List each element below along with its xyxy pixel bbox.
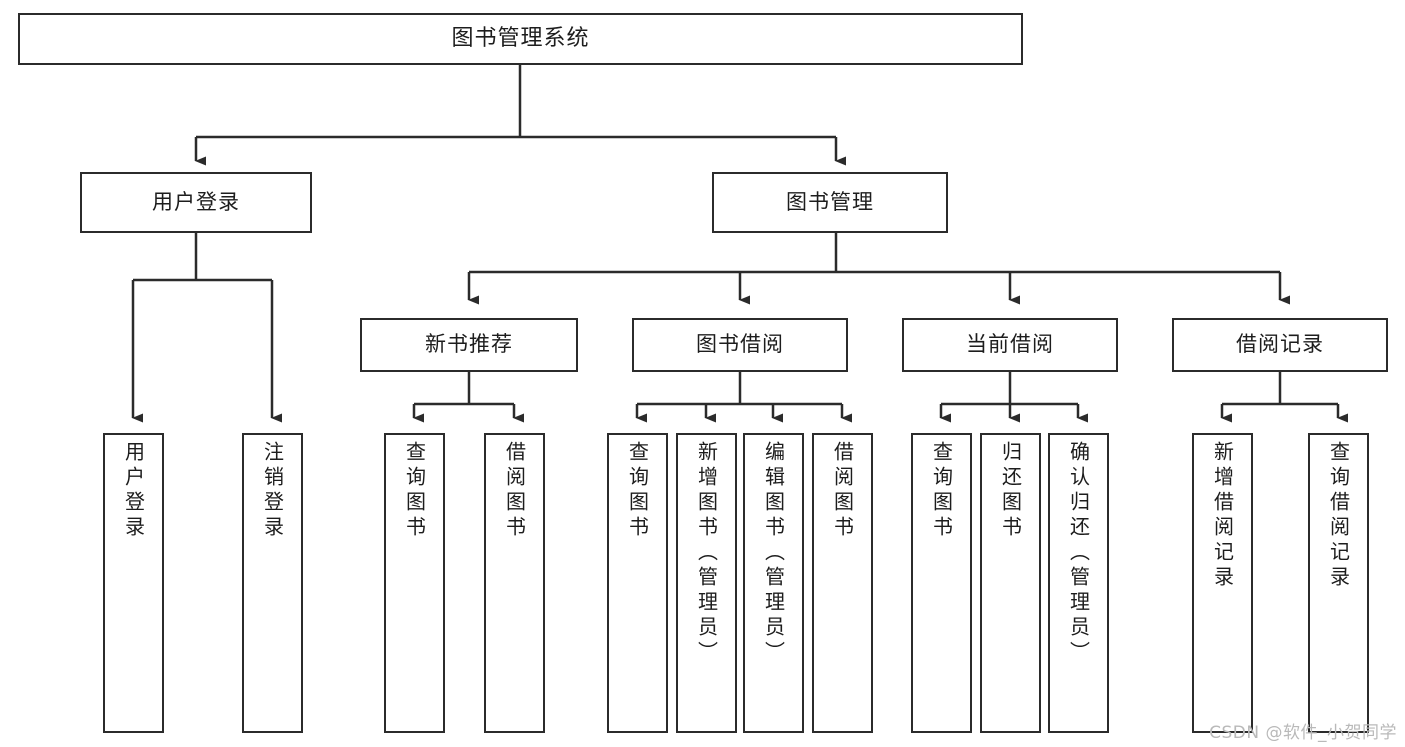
node-label-vertical: 确认归还（管理员） — [1066, 441, 1091, 666]
node-leaf-edit-book[interactable]: 编辑图书（管理员） — [743, 433, 804, 733]
node-leaf-add-record[interactable]: 新增借阅记录 — [1192, 433, 1253, 733]
node-label-vertical: 注销登录 — [260, 441, 285, 541]
node-label-vertical: 查询借阅记录 — [1326, 441, 1351, 591]
node-label-vertical: 编辑图书（管理员） — [761, 441, 786, 666]
node-root-book-management-system[interactable]: 图书管理系统 — [18, 13, 1023, 65]
node-leaf-borrow-book-1[interactable]: 借阅图书 — [484, 433, 545, 733]
node-leaf-query-book-1[interactable]: 查询图书 — [384, 433, 445, 733]
node-label-vertical: 借阅图书 — [502, 441, 527, 541]
node-label-vertical: 新增图书（管理员） — [694, 441, 719, 666]
node-book-borrow[interactable]: 图书借阅 — [632, 318, 848, 372]
node-leaf-query-record[interactable]: 查询借阅记录 — [1308, 433, 1369, 733]
node-leaf-add-book[interactable]: 新增图书（管理员） — [676, 433, 737, 733]
node-label-vertical: 查询图书 — [402, 441, 427, 541]
node-label: 新书推荐 — [425, 332, 513, 357]
node-label-vertical: 新增借阅记录 — [1210, 441, 1235, 591]
node-leaf-borrow-book-2[interactable]: 借阅图书 — [812, 433, 873, 733]
node-leaf-query-book-2[interactable]: 查询图书 — [607, 433, 668, 733]
node-label: 图书借阅 — [696, 332, 784, 357]
node-label-vertical: 用户登录 — [121, 441, 146, 541]
node-label-vertical: 查询图书 — [625, 441, 650, 541]
node-new-book-recommend[interactable]: 新书推荐 — [360, 318, 578, 372]
node-leaf-logout-login[interactable]: 注销登录 — [242, 433, 303, 733]
node-label-vertical: 借阅图书 — [830, 441, 855, 541]
node-leaf-confirm-return[interactable]: 确认归还（管理员） — [1048, 433, 1109, 733]
node-label: 图书管理系统 — [451, 25, 590, 51]
node-label-vertical: 归还图书 — [998, 441, 1023, 541]
node-label: 借阅记录 — [1236, 332, 1324, 357]
node-leaf-user-login[interactable]: 用户登录 — [103, 433, 164, 733]
node-borrow-record[interactable]: 借阅记录 — [1172, 318, 1388, 372]
node-leaf-return-book[interactable]: 归还图书 — [980, 433, 1041, 733]
node-current-borrow[interactable]: 当前借阅 — [902, 318, 1118, 372]
node-label: 当前借阅 — [966, 332, 1054, 357]
node-label: 图书管理 — [786, 189, 874, 214]
node-leaf-query-book-3[interactable]: 查询图书 — [911, 433, 972, 733]
node-user-login[interactable]: 用户登录 — [80, 172, 312, 233]
node-label-vertical: 查询图书 — [929, 441, 954, 541]
node-label: 用户登录 — [152, 189, 240, 214]
node-book-manage[interactable]: 图书管理 — [712, 172, 948, 233]
